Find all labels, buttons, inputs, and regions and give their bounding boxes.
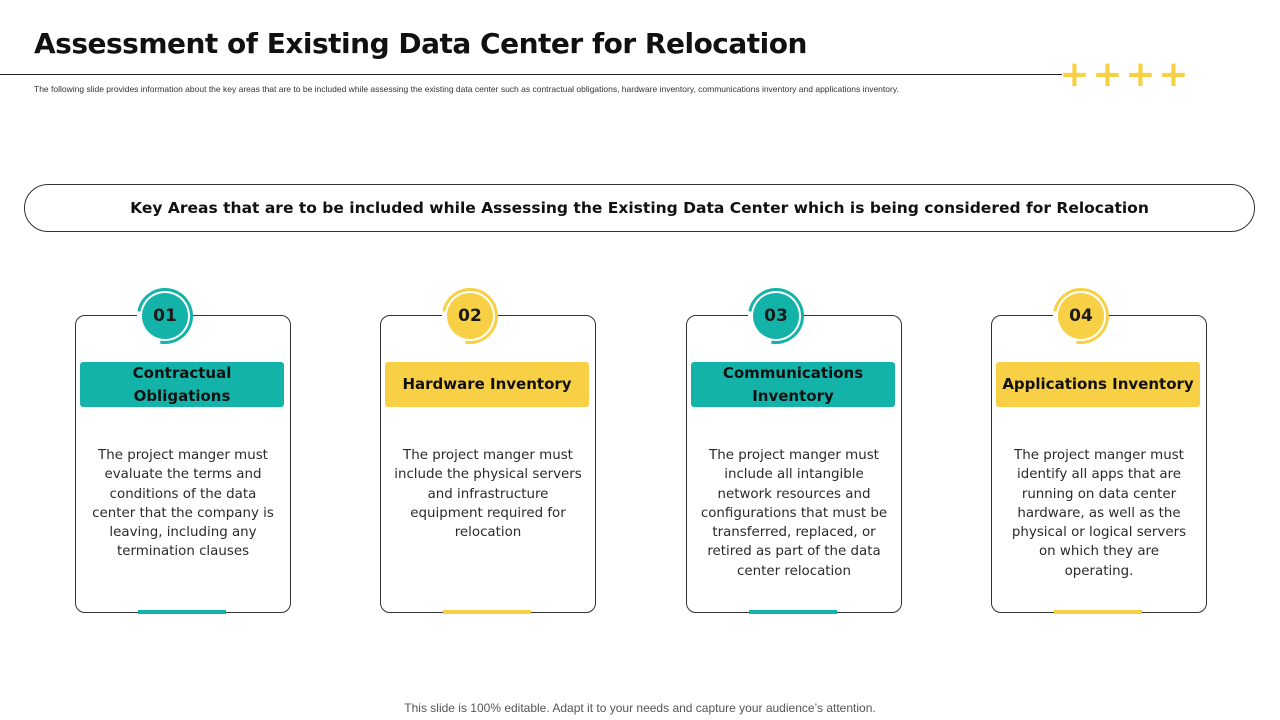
footer-note: This slide is 100% editable. Adapt it to…: [404, 701, 876, 715]
card-applications-inventory: 04 Applications Inventory The project ma…: [991, 277, 1251, 617]
number-badge: 01: [142, 293, 188, 339]
card-title: Contractual Obligations: [80, 362, 284, 407]
accent-bar: [1054, 610, 1142, 614]
accent-bar: [138, 610, 226, 614]
card-title: Communications Inventory: [691, 362, 895, 407]
page-title: Assessment of Existing Data Center for R…: [34, 27, 807, 60]
plus-icon: +: [1125, 54, 1156, 95]
plus-decoration: + + + +: [1058, 54, 1190, 95]
card-title: Hardware Inventory: [385, 362, 589, 407]
accent-bar: [749, 610, 837, 614]
banner-text: Key Areas that are to be included while …: [130, 199, 1149, 217]
card-title: Applications Inventory: [996, 362, 1200, 407]
page-subtitle: The following slide provides information…: [34, 84, 899, 94]
plus-icon: +: [1158, 54, 1189, 95]
key-areas-banner: Key Areas that are to be included while …: [24, 184, 1255, 232]
plus-icon: +: [1092, 54, 1123, 95]
card-hardware-inventory: 02 Hardware Inventory The project manger…: [380, 277, 640, 617]
number-badge: 04: [1058, 293, 1104, 339]
number-badge: 02: [447, 293, 493, 339]
card-communications-inventory: 03 Communications Inventory The project …: [686, 277, 946, 617]
accent-bar: [443, 610, 531, 614]
title-divider: [0, 74, 1062, 75]
card-contractual-obligations: 01 Contractual Obligations The project m…: [75, 277, 335, 617]
plus-icon: +: [1059, 54, 1090, 95]
card-description: The project manger must include the phys…: [394, 448, 582, 541]
card-description: The project manger must evaluate the ter…: [92, 448, 274, 560]
card-description: The project manger must include all inta…: [700, 448, 888, 579]
card-description: The project manger must identify all app…: [1011, 448, 1187, 579]
number-badge: 03: [753, 293, 799, 339]
